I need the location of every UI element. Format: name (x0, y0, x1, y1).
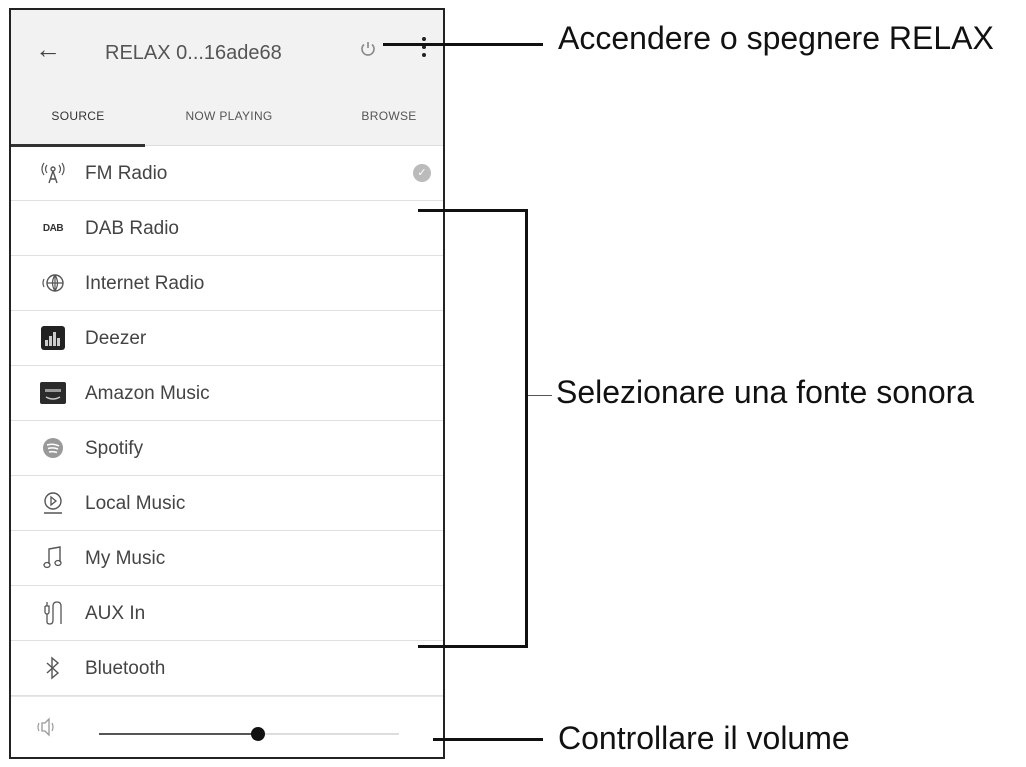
local-music-icon (39, 490, 67, 516)
source-item-internet-radio[interactable]: Internet Radio (11, 256, 443, 311)
source-item-amazon-music[interactable]: Amazon Music (11, 366, 443, 421)
selected-check-icon: ✓ (413, 164, 431, 182)
source-item-dab-radio[interactable]: DAB DAB Radio (11, 201, 443, 256)
callout-line-source (528, 395, 552, 396)
source-label: Internet Radio (85, 273, 205, 294)
source-item-local-music[interactable]: Local Music (11, 476, 443, 531)
dab-icon: DAB (42, 222, 64, 234)
source-label: Deezer (85, 328, 147, 349)
app-screen: ← RELAX 0...16ade68 SOURCE NOW PLAYING B… (9, 8, 445, 759)
source-list: FM Radio ✓ DAB DAB Radio Internet Radio … (11, 146, 443, 696)
source-label: DAB Radio (85, 218, 179, 239)
my-music-icon (39, 545, 67, 571)
device-title: RELAX 0...16ade68 (105, 42, 282, 64)
callout-bracket-vertical (525, 209, 528, 647)
tab-browse[interactable]: BROWSE (361, 109, 417, 123)
tab-now-playing[interactable]: NOW PLAYING (185, 109, 273, 123)
tab-bar: SOURCE NOW PLAYING BROWSE (11, 86, 443, 147)
source-item-deezer[interactable]: Deezer (11, 311, 443, 366)
callout-bracket-bottom (418, 645, 528, 648)
callout-line-power (383, 43, 543, 46)
callout-bracket-top (418, 209, 528, 212)
source-label: Spotify (85, 438, 144, 459)
source-item-fm-radio[interactable]: FM Radio ✓ (11, 146, 443, 201)
annotation-power: Accendere o spegnere RELAX (558, 20, 994, 56)
volume-slider-thumb[interactable] (251, 727, 265, 741)
source-label: AUX In (85, 603, 146, 624)
deezer-icon (39, 325, 67, 351)
internet-radio-icon (39, 270, 67, 296)
amazon-music-icon (39, 380, 67, 406)
source-label: Amazon Music (85, 383, 210, 404)
source-item-my-music[interactable]: My Music (11, 531, 443, 586)
bluetooth-icon (39, 655, 67, 681)
source-item-aux-in[interactable]: AUX In (11, 586, 443, 641)
annotation-source: Selezionare una fonte sonora (556, 374, 975, 410)
more-vert-icon[interactable] (421, 34, 427, 64)
source-item-bluetooth[interactable]: Bluetooth (11, 641, 443, 696)
source-label: FM Radio (85, 163, 168, 184)
power-icon[interactable] (359, 40, 377, 62)
tab-source[interactable]: SOURCE (11, 86, 145, 147)
spotify-icon (39, 435, 67, 461)
volume-slider[interactable] (99, 727, 399, 741)
app-bar: ← RELAX 0...16ade68 (11, 10, 443, 86)
arrow-left-icon[interactable]: ← (35, 34, 61, 64)
source-item-spotify[interactable]: Spotify (11, 421, 443, 476)
annotation-volume: Controllare il volume (558, 720, 850, 756)
source-label: My Music (85, 548, 166, 569)
volume-bar (11, 696, 443, 757)
aux-in-icon (39, 600, 67, 626)
speaker-icon (35, 717, 57, 742)
source-label: Local Music (85, 493, 186, 514)
fm-radio-icon (39, 160, 67, 186)
volume-slider-fill (99, 733, 258, 735)
callout-line-volume (433, 738, 543, 741)
source-label: Bluetooth (85, 658, 166, 679)
